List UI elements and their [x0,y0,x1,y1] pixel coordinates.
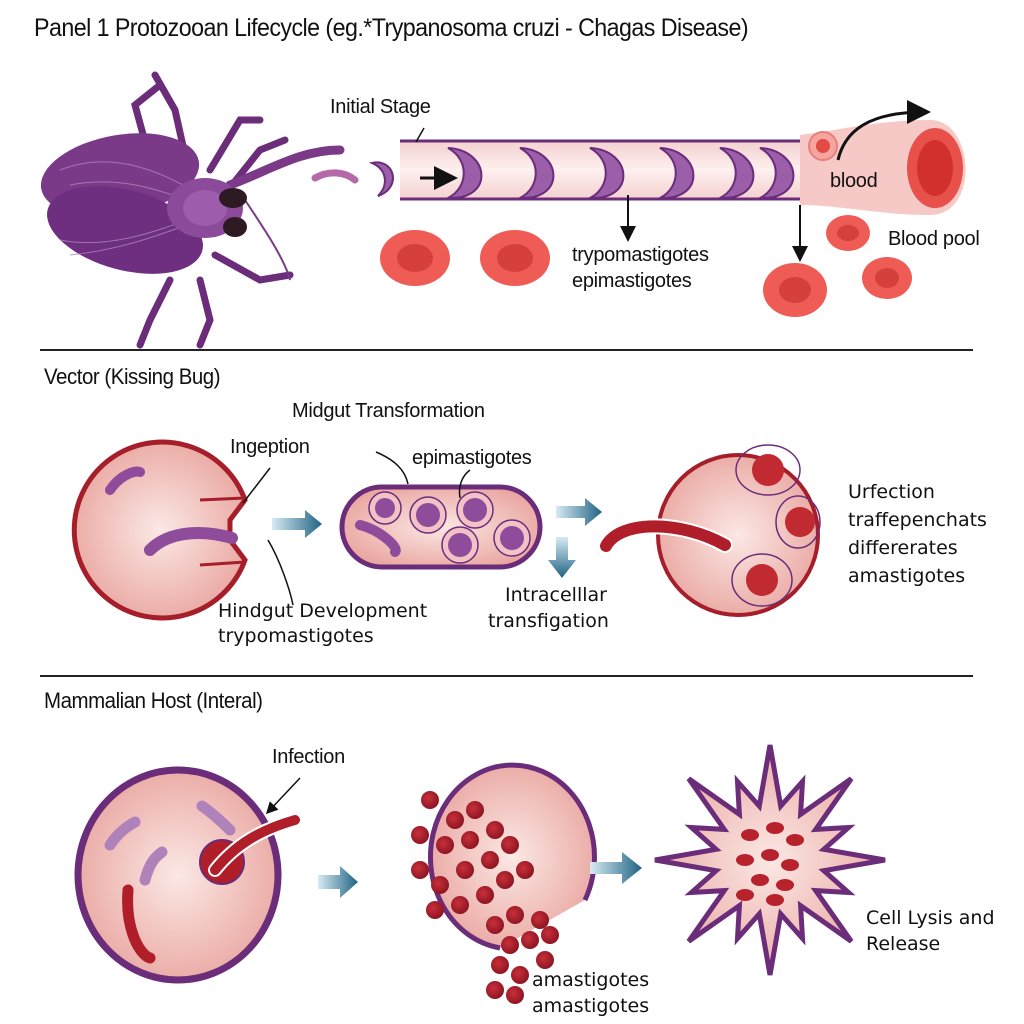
amastigote [501,836,519,854]
amastigote [486,981,504,999]
section-divider-bottom [40,675,973,677]
amastigote [781,859,799,871]
label-amastigotes-2: amastigotes [532,995,650,1017]
amastigote [466,801,484,819]
amastigote [486,821,504,839]
midgut-capsule [339,484,543,570]
amastigote [741,829,759,841]
flow-arrow-blue [318,866,358,898]
amastigote [516,861,534,879]
leader-line [242,467,271,504]
burst-cell [411,762,597,1004]
infection-cell [598,444,821,617]
amastigote [446,811,464,829]
amastigote [506,986,524,1004]
red-blood-cells [380,215,912,317]
amastigote [421,791,439,809]
label-release: Release [866,933,941,955]
label-cell-lysis: Cell Lysis and [866,907,995,929]
amastigote [766,894,784,906]
label-hindgut-stage: trypomastigotes [218,625,374,647]
label-midgut: Midgut Transformation [292,400,485,422]
amastigote-cluster [411,791,559,1004]
label-epimastigotes: epimastigotes [572,270,692,292]
label-infection-1: Urfection [848,481,935,503]
amastigote [451,896,469,914]
label-blood: blood [830,170,878,192]
amastigote [501,936,519,954]
label-initial-stage: Initial Stage [330,96,431,118]
label-intracellular: Intracelllar [505,584,607,606]
amastigote [491,956,509,974]
parasite-crescents [368,147,795,200]
leader-arrow [265,777,301,815]
amastigote [411,861,429,879]
label-trypomastigotes: trypomastigotes [572,244,709,266]
amastigote [481,851,499,869]
amastigote [751,874,769,886]
leader-line [375,451,409,485]
ingestion-cell [71,439,248,621]
label-epimastigotes-mid: epimastigotes [412,447,532,469]
amastigote [431,876,449,894]
amastigote [736,889,754,901]
label-infection-4: amastigotes [848,565,966,587]
label-transfigation: transfigation [488,610,609,632]
leader-line [415,127,425,143]
amastigote [511,966,529,984]
label-amastigotes-1: amastigotes [532,969,650,991]
host-cell [74,766,302,984]
amastigote [476,886,494,904]
amastigote [436,836,454,854]
label-infection: Infection [272,746,345,768]
section-heading-host: Mammalian Host (Interal) [44,688,263,713]
amastigote [761,849,779,861]
flow-arrow-blue [272,498,602,578]
label-infection-3: differerates [848,537,958,559]
label-blood-pool: Blood pool [888,228,980,250]
flow-arrow-blue [590,852,642,884]
amastigote [766,822,784,834]
amastigote [461,831,479,849]
amastigote [536,951,554,969]
amastigote [506,906,524,924]
page-title: Panel 1 Protozooan Lifecycle (eg.*Trypan… [34,14,749,42]
leader-line [267,539,294,606]
amastigote [776,879,794,891]
amastigote [531,911,549,929]
amastigote [521,931,539,949]
amastigote [786,834,804,846]
amastigote [411,826,429,844]
kissing-bug-icon [40,71,359,349]
label-ingestion: Ingeption [230,436,310,458]
amastigote [456,861,474,879]
amastigote [486,916,504,934]
amastigote [736,854,754,866]
amastigote [541,926,559,944]
label-hindgut: Hindgut Development [218,600,428,622]
leader-line [458,469,471,499]
amastigote [496,871,514,889]
section-divider-top [40,349,973,351]
label-infection-2: traffepenchats [848,509,987,531]
lysis-cell [654,744,886,976]
section-heading-vector: Vector (Kissing Bug) [44,364,221,389]
amastigote [426,901,444,919]
